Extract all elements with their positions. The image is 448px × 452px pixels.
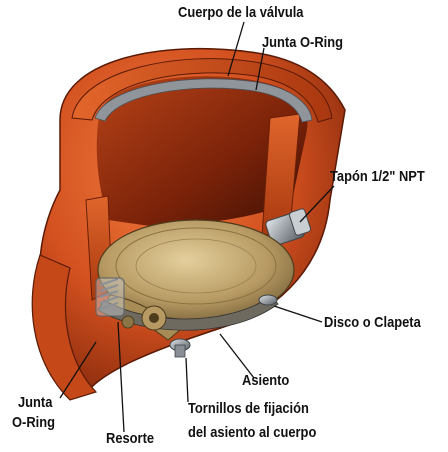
label-screws-line2: del asiento al cuerpo [188, 424, 316, 441]
leader-disc [274, 306, 322, 322]
label-disc: Disco o Clapeta [324, 314, 421, 331]
label-body: Cuerpo de la válvula [178, 4, 303, 21]
label-oring-left-line1: Junta [18, 394, 52, 411]
spring [96, 278, 124, 316]
leader-screws [186, 358, 188, 402]
label-spring: Resorte [106, 430, 154, 447]
label-screws-line1: Tornillos de fijación [188, 400, 309, 417]
label-oring-left-line2: O-Ring [12, 414, 55, 431]
label-seat: Asiento [242, 372, 289, 389]
label-oring-top: Junta O-Ring [262, 34, 343, 51]
label-plug: Tapón 1/2" NPT [330, 168, 425, 185]
